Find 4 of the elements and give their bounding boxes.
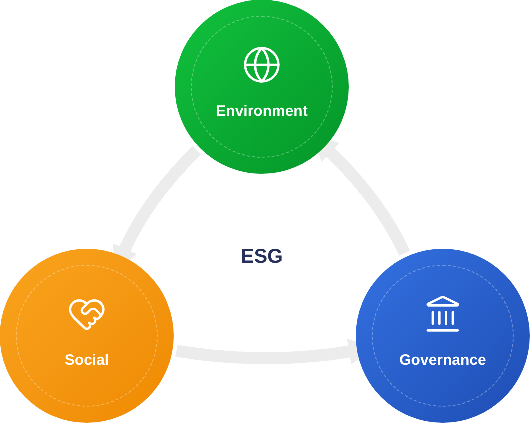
node-label: Governance (400, 350, 486, 371)
node-label: Social (64, 350, 110, 371)
center-label: ESG (240, 245, 284, 270)
node-label: Environment (216, 102, 308, 122)
